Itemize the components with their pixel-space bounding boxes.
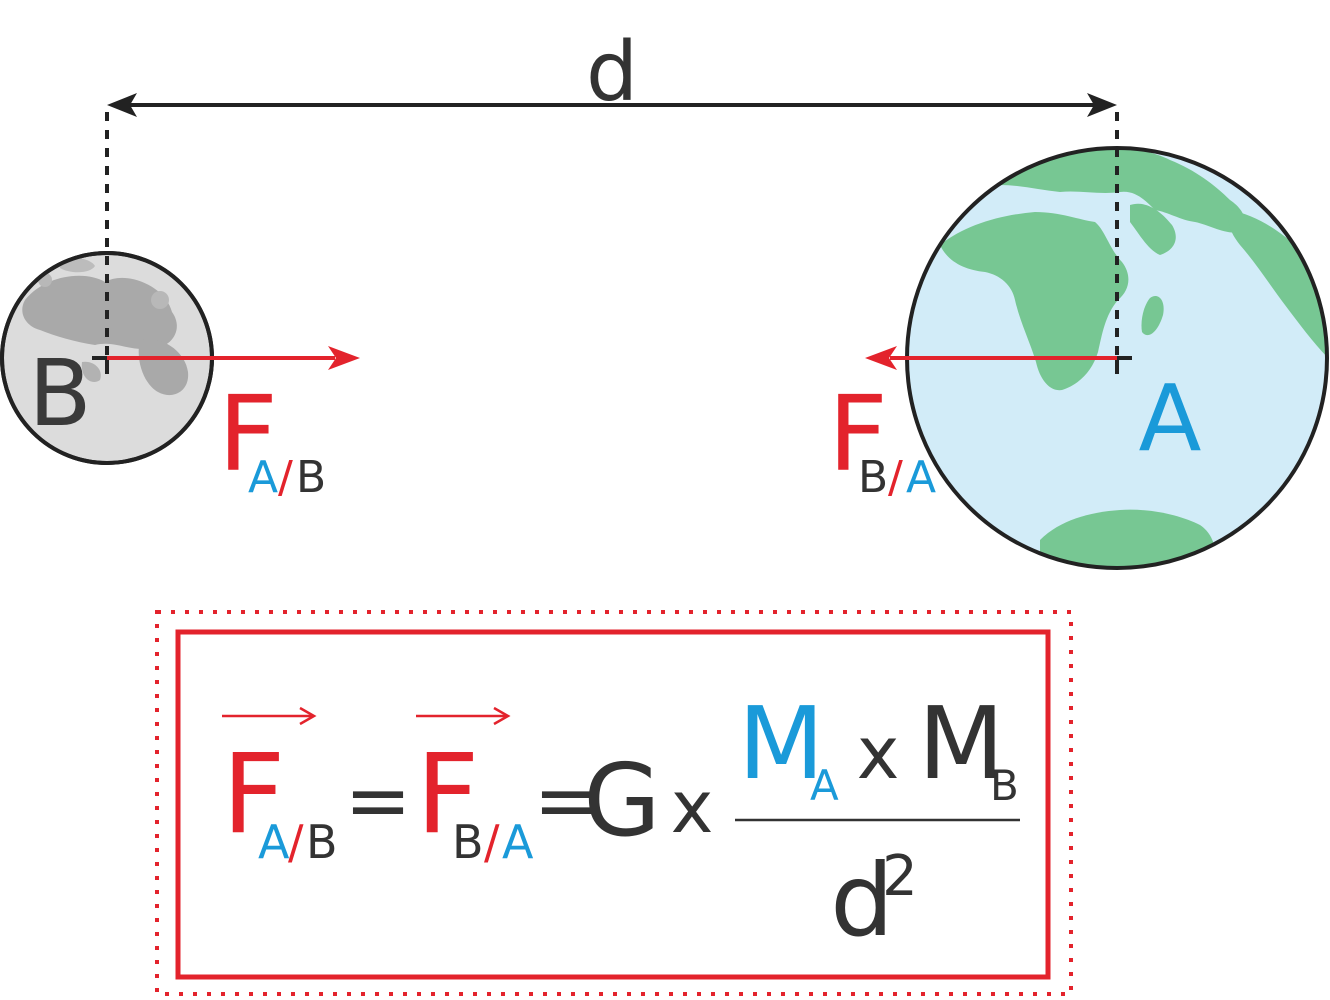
distance-arrowhead-left (107, 93, 137, 117)
formula-lhs-sub-sep: / (288, 815, 304, 869)
formula-lhs-sub-first: A (258, 815, 290, 869)
moon-craters (22, 257, 189, 396)
formula-times: x (671, 765, 714, 849)
force-b-on-a-sub-second: A (906, 452, 936, 503)
formula-inner-frame (175, 629, 1051, 980)
formula-mid-sub-second: A (502, 815, 534, 869)
force-a-on-b-sub-sep: / (278, 452, 293, 503)
force-a-on-b-sub-second: B (296, 452, 326, 503)
formula-outer-dotted-frame (155, 610, 1073, 996)
formula-equals-2: = (533, 754, 600, 847)
formula-mass-a: M (738, 685, 824, 802)
force-b-on-a-sub-sep: / (888, 452, 903, 503)
distance-arrowhead-right (1087, 93, 1117, 117)
formula-equals-1: = (344, 754, 411, 847)
force-label-b-on-a: F B / A (828, 373, 936, 503)
formula-constant-g: G (583, 742, 661, 859)
formula-mass-b: M (918, 685, 1004, 802)
vector-arrow-mid (416, 706, 511, 726)
distance-label: d (586, 25, 638, 120)
force-b-on-a-symbol: F (828, 373, 888, 495)
body-a-label: A (1139, 365, 1202, 472)
formula-lhs-symbol: F (222, 730, 285, 858)
force-label-a-on-b: F A / B (218, 373, 326, 503)
formula-mass-b-sub: B (990, 761, 1019, 810)
vector-arrow-lhs (222, 706, 317, 726)
formula-mid-sub-sep: / (484, 815, 500, 869)
body-b-label: B (28, 340, 91, 447)
formula-mid-symbol: F (416, 730, 479, 858)
force-arrow-a-on-b (107, 346, 360, 370)
force-b-on-a-sub-first: B (858, 452, 888, 503)
distance-dimension: d (107, 25, 1117, 120)
formula-denominator-base: d (830, 842, 893, 959)
force-arrow-b-on-a (865, 346, 1117, 370)
earth-continents (940, 148, 1327, 568)
formula-mid-sub-first: B (452, 815, 484, 869)
force-a-on-b-sub-first: A (248, 452, 278, 503)
formula-denominator-exponent: 2 (882, 844, 918, 909)
formula: F A / B = F B / A = G x M A x M B d 2 (222, 685, 1020, 959)
formula-numerator-times: x (857, 711, 900, 795)
formula-mass-a-sub: A (810, 761, 839, 810)
force-a-on-b-symbol: F (218, 373, 278, 495)
formula-lhs-sub-second: B (306, 815, 338, 869)
